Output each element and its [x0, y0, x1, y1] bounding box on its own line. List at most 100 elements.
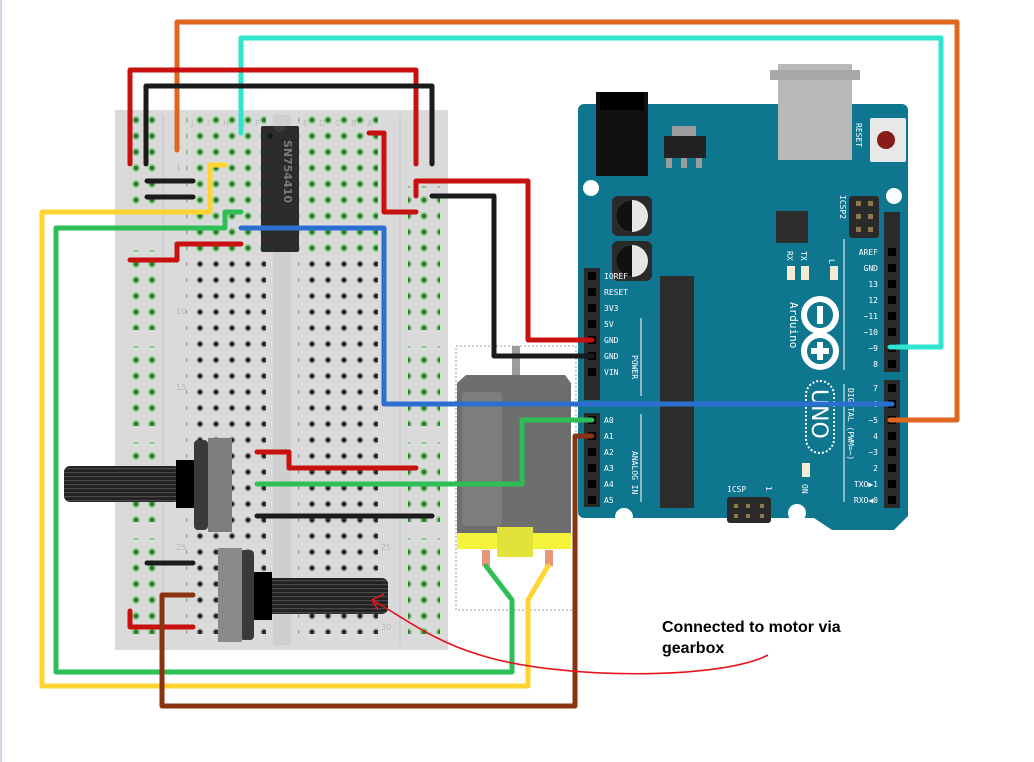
digital-header-bottom[interactable]: [884, 380, 900, 508]
header-pin[interactable]: [888, 360, 896, 368]
wire-red-a1[interactable]: [366, 130, 419, 215]
pin-label: A1: [604, 432, 614, 441]
header-pin[interactable]: [588, 304, 596, 312]
potentiometer-2[interactable]: [218, 548, 388, 642]
usb-interface-chip: [776, 211, 808, 243]
pin-label: AREF: [859, 248, 878, 257]
wire-black-gnd[interactable]: [429, 193, 595, 359]
power-rail-left: [124, 250, 156, 330]
icsp-label: ICSP: [727, 485, 746, 494]
dc-motor[interactable]: [455, 345, 577, 611]
power-rail-right: [408, 538, 440, 634]
rx-led: [787, 266, 795, 280]
pin-labels: IOREFRESET3V35VGNDGNDVINA0A1A2A3A4A5AREF…: [588, 248, 896, 505]
mounting-hole: [886, 188, 902, 204]
power-header[interactable]: [584, 268, 600, 400]
wire-green-ic[interactable]: [53, 209, 515, 675]
sn754410-chip[interactable]: SN754410: [261, 126, 299, 252]
header-pin[interactable]: [888, 496, 896, 504]
header-pin[interactable]: [588, 480, 596, 488]
pin-label: A3: [604, 464, 614, 473]
header-pin[interactable]: [888, 432, 896, 440]
pin-label: IOREF: [604, 272, 628, 281]
header-pin[interactable]: [888, 384, 896, 392]
pin-label: 3V3: [604, 304, 619, 313]
arduino-logo: Arduino UNO: [787, 296, 839, 454]
chip-label: SN754410: [281, 140, 294, 203]
pin-label: 7: [873, 384, 878, 393]
row-label: I: [207, 119, 209, 128]
wire-red-top[interactable]: [127, 67, 419, 167]
header-pin[interactable]: [588, 448, 596, 456]
header-pin[interactable]: [888, 328, 896, 336]
header-pin[interactable]: [888, 248, 896, 256]
reset-button[interactable]: [870, 118, 906, 162]
annotation-line-2: gearbox: [662, 640, 725, 657]
header-pin[interactable]: [888, 480, 896, 488]
header-pin[interactable]: [888, 296, 896, 304]
header-pin[interactable]: [588, 320, 596, 328]
pin-label: A5: [604, 496, 614, 505]
icsp2-label: ICSP2: [838, 195, 847, 219]
pin-label: 12: [868, 296, 878, 305]
wire-red-row8[interactable]: [127, 241, 244, 263]
on-led: [802, 463, 810, 477]
power-rail-left: [124, 346, 156, 426]
wire-green-a0[interactable]: [254, 417, 595, 487]
row-label: E: [303, 119, 308, 128]
terminal-strip-left-active: [186, 116, 266, 260]
row-number: 25: [381, 543, 391, 552]
header-pin[interactable]: [588, 496, 596, 504]
capacitor: [612, 196, 652, 236]
wire-orange[interactable]: [174, 19, 960, 423]
header-pin[interactable]: [588, 368, 596, 376]
header-pin[interactable]: [888, 264, 896, 272]
digital-label: DIGITAL (PWM=~): [846, 388, 855, 460]
pin-label: TXO▶1: [854, 480, 878, 489]
power-label: POWER: [630, 355, 639, 379]
pin-label: RXO◀0: [854, 496, 878, 505]
header-pin[interactable]: [588, 272, 596, 280]
l-led-label: L: [827, 259, 836, 264]
atmega-microcontroller: [660, 276, 694, 508]
pin-label: ~11: [864, 312, 879, 321]
wire-black-top[interactable]: [143, 83, 435, 167]
header-pin[interactable]: [588, 288, 596, 296]
terminal-strip-right: [298, 260, 378, 634]
mounting-hole: [583, 180, 599, 196]
wire-brown[interactable]: [159, 433, 595, 709]
analog-in-label: ANALOG IN: [630, 451, 639, 495]
window-left-edge: [0, 0, 2, 762]
row-label: D: [319, 119, 325, 128]
terminal-strip-right-active: [298, 116, 378, 260]
on-label: ON: [800, 484, 809, 494]
header-pin[interactable]: [888, 280, 896, 288]
row-number: 30: [381, 623, 391, 632]
wire-red-pot2[interactable]: [127, 608, 196, 630]
header-pin[interactable]: [888, 312, 896, 320]
breadboard: J I H G F E D C B A 1 10 15 25 25 30: [115, 110, 448, 650]
annotation-line-1: Connected to motor via: [662, 619, 841, 636]
potentiometer-1[interactable]: [64, 438, 232, 532]
header-pin[interactable]: [888, 448, 896, 456]
row-number: 15: [176, 383, 186, 392]
wire-red-pot1[interactable]: [254, 449, 419, 471]
analog-header[interactable]: [584, 413, 600, 507]
pin-label: 4: [873, 432, 878, 441]
row-label: B: [351, 119, 357, 128]
header-pin[interactable]: [888, 464, 896, 472]
row-label: H: [223, 119, 229, 128]
wire-red-5v[interactable]: [413, 178, 595, 343]
annotation-arrow: [371, 593, 769, 675]
icsp-header[interactable]: [727, 497, 771, 523]
arduino-uno-board[interactable]: RESET ICSP2 RX TX L: [578, 64, 908, 530]
power-rail-right: [408, 250, 440, 330]
arduino-brand-text: Arduino: [787, 302, 800, 348]
header-pin[interactable]: [588, 464, 596, 472]
icsp2-header[interactable]: [849, 196, 879, 238]
pin-label: ~3: [868, 448, 878, 457]
wire-yellow[interactable]: [39, 162, 551, 689]
rx-label: RX: [785, 251, 794, 261]
wire-blue[interactable]: [238, 225, 895, 407]
row-label: J: [190, 119, 193, 128]
